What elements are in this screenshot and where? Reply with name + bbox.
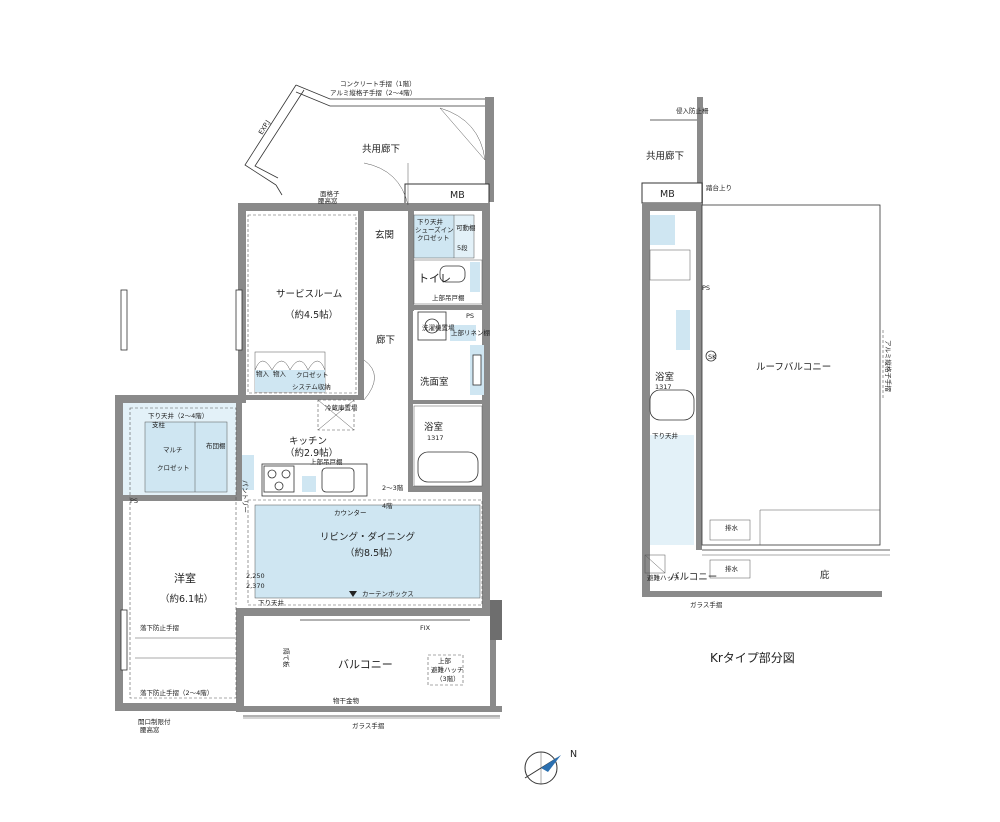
floor-note-b: 4階: [382, 501, 393, 510]
opening-limit-label: 開口制限付: [138, 717, 171, 726]
washing-machine-label: 洗濯機置場: [422, 323, 455, 332]
living-label: リビング・ダイニング: [320, 531, 416, 543]
western-room-size: （約6.1帖）: [160, 593, 213, 605]
main-floor-plan: [115, 84, 502, 719]
kitchen-size: （約2.9帖）: [285, 447, 338, 459]
partial-down-ceiling: 下り天井: [652, 431, 679, 440]
ps-label: PS: [466, 312, 474, 320]
entrance-label: 玄関: [375, 229, 394, 241]
shoe-closet-2: シューズイン: [415, 225, 454, 234]
bathroom-label: 浴室: [424, 421, 443, 433]
common-corridor-label: 共用廊下: [362, 143, 400, 155]
ceiling-height-2: 2,370: [246, 582, 265, 590]
service-room-label: サービスルーム: [276, 289, 342, 300]
lattice-window-label: 面格子: [320, 189, 340, 198]
system-shelf-label: システム収納: [292, 382, 331, 391]
partial-step-note: 踏台上り: [706, 183, 732, 192]
multi-closet-label-2: クロゼット: [157, 463, 190, 472]
escape-hatch-3: （3階）: [436, 674, 460, 683]
hanger-pipe-label: 布団棚: [206, 441, 226, 450]
storage-1-label: 物入: [256, 369, 270, 378]
compass-north-label: N: [570, 749, 577, 760]
partial-bathroom-size: 1317: [655, 383, 672, 391]
inner-walls: [123, 211, 488, 501]
movable-shelf-2: 5段: [457, 243, 468, 252]
fall-prevention-2-4-label: 落下防止手摺（2〜4階）: [140, 688, 213, 697]
living-size: （約8.5帖）: [345, 547, 398, 559]
compass-icon: [524, 751, 561, 785]
partial-sk: SK: [708, 353, 717, 361]
down-ceiling-2-4-label: 下り天井（2〜4階）: [148, 411, 208, 420]
storage-2-label: 物入: [273, 369, 287, 378]
partial-common-corridor: 共用廊下: [646, 150, 684, 162]
partial-floor-plan: [641, 97, 890, 597]
down-ceiling-label: 下り天井: [258, 598, 285, 607]
kitchen-cabinet-label: 上部吊戸棚: [310, 457, 343, 466]
curtain-box-label: カーテンボックス: [362, 590, 414, 598]
toilet-label: トイレ: [418, 272, 451, 285]
lattice-window-label-2: 腰高窓: [318, 196, 338, 205]
floor-note-a: 2〜3階: [382, 483, 404, 492]
partial-roof-balcony: ルーフバルコニー: [756, 362, 831, 373]
pantry-label: パントリー: [241, 480, 249, 513]
fridge-label: 冷蔵庫置場: [325, 403, 358, 412]
partition-label: 隔て板: [282, 648, 291, 668]
glass-handrail-label: ガラス手摺: [352, 721, 385, 730]
partial-intrusion: 侵入防止柵: [676, 106, 709, 115]
mb-label: MB: [450, 190, 465, 201]
western-room-label: 洋室: [174, 571, 196, 585]
handrail-note-1: コンクリート手摺（1階）: [340, 79, 416, 88]
closet-label: クロゼット: [296, 370, 329, 379]
exp-j-label: EXP.J: [257, 119, 272, 136]
fall-prevention-label: 落下防止手摺: [140, 623, 180, 632]
partial-plan-title: Krタイプ部分図: [710, 650, 795, 665]
upper-cabinet-label: 上部吊戸棚: [432, 293, 465, 302]
partial-mb: MB: [660, 189, 675, 200]
bathroom-size: 1317: [427, 434, 444, 442]
counter-label: カウンター: [334, 508, 367, 517]
kitchen-label: キッチン: [289, 436, 327, 447]
shoe-closet-1: 下り天井: [417, 217, 444, 226]
balcony-label: バルコニー: [338, 658, 393, 671]
pillar-label: 支柱: [152, 420, 166, 429]
partial-balcony: バルコニー: [670, 572, 717, 583]
partial-aluminum-rail: アルミ縦格子手摺: [884, 340, 893, 392]
corridor-label: 廊下: [376, 334, 395, 346]
ps-b-label: PS: [130, 497, 138, 505]
drying-hardware-label: 物干金物: [333, 696, 360, 705]
partial-eaves: 庇: [820, 569, 830, 581]
fix-label: FIX: [420, 624, 431, 632]
handrail-note-2: アルミ縦格子手摺（2〜4階）: [330, 88, 416, 97]
washroom-label: 洗面室: [420, 376, 449, 388]
shoe-closet-3: クロゼット: [417, 233, 450, 242]
partial-drain-2: 排水: [725, 564, 739, 573]
movable-shelf: 可動棚: [456, 223, 476, 232]
escape-hatch-1: 上部: [438, 656, 452, 665]
service-room-size: （約4.5帖）: [285, 309, 338, 321]
ceiling-height-1: 2,250: [246, 572, 265, 580]
partial-escape-hatch: 避難ハッチ: [647, 573, 680, 582]
opening-limit-label-2: 腰高窓: [140, 725, 160, 734]
partial-ps: PS: [702, 284, 710, 292]
partial-glass-handrail: ガラス手摺: [690, 600, 723, 609]
exp-joint-handrail: [244, 84, 488, 196]
escape-hatch-2: 避難ハッチ: [431, 665, 464, 674]
partial-bathroom: 浴室: [655, 371, 674, 383]
multi-closet-label: マルチ: [163, 446, 183, 454]
linen-shelf-label: 上部リネン棚: [451, 328, 491, 337]
partial-drain-1: 排水: [725, 523, 739, 532]
